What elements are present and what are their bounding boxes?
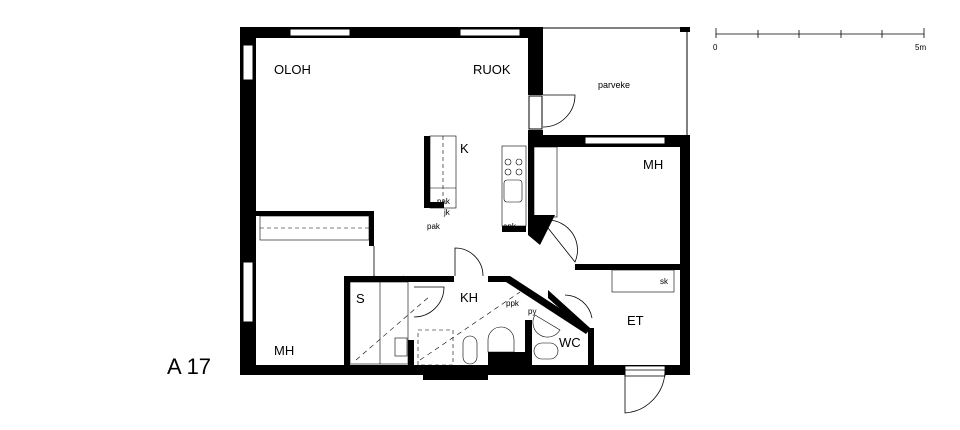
fixture-label-sk: sk: [660, 277, 669, 286]
fixture-label-ppk: ppk: [506, 299, 520, 308]
fixture-label-jk: jk: [443, 208, 451, 217]
room-label-s: S: [356, 291, 365, 306]
fixture-label-pak-2: pak: [427, 222, 441, 231]
fixture-label-py: py: [528, 307, 536, 316]
fixtures-drawing: [259, 135, 675, 366]
doors: [373, 94, 666, 414]
apartment-id: A 17: [167, 354, 211, 379]
room-label-mh-left: MH: [274, 343, 294, 358]
room-label-et: ET: [627, 313, 644, 328]
room-label-oloh: OLOH: [274, 62, 311, 77]
room-label-mh-right: MH: [643, 157, 663, 172]
room-label-ruok: RUOK: [473, 62, 511, 77]
fixture-label-pak: pak: [437, 197, 451, 206]
balcony: [543, 27, 690, 135]
scale-bar: [715, 28, 925, 38]
fixture-label-apk: apk: [503, 222, 517, 231]
scale-bar-start: 0: [713, 43, 718, 52]
room-label-kh: KH: [460, 290, 478, 305]
room-label-k: K: [460, 141, 469, 156]
labels: OLOH RUOK K parveke MH MH S KH WC ET sk …: [167, 43, 926, 379]
windows: [242, 28, 666, 323]
room-label-parveke: parveke: [598, 80, 630, 90]
walls: [240, 27, 690, 380]
room-label-wc: WC: [559, 335, 581, 350]
scale-bar-end: 5m: [915, 43, 926, 52]
